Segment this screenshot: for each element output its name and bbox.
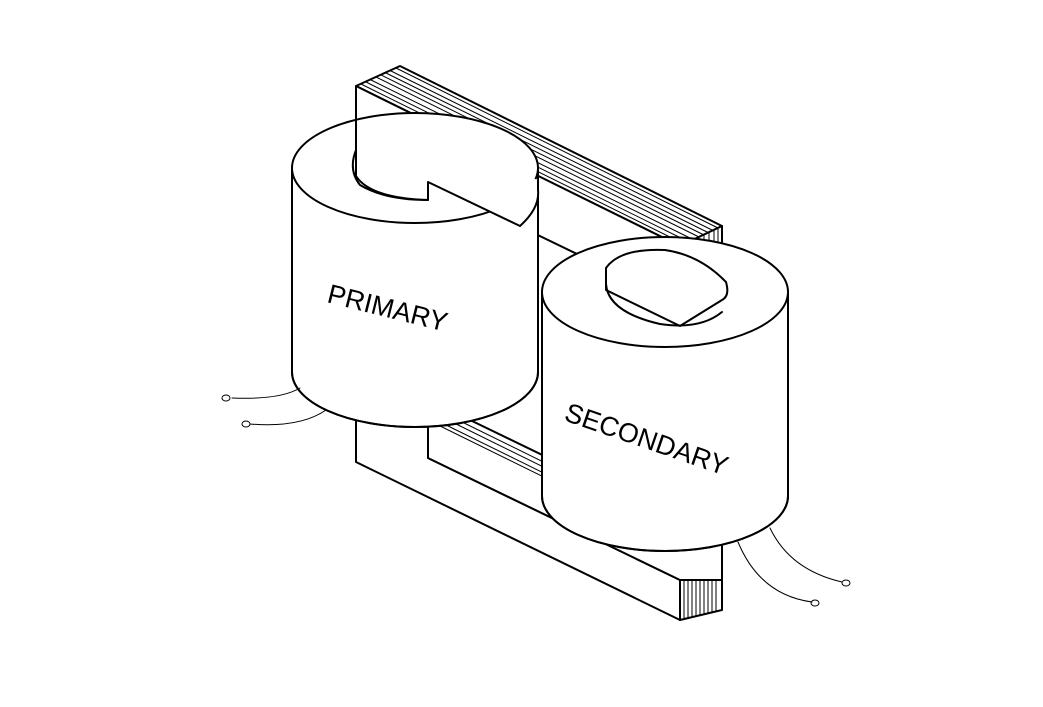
primary-terminal-icon <box>241 420 251 428</box>
secondary-coil <box>541 236 789 552</box>
primary-leads <box>221 387 327 428</box>
secondary-terminal-icon <box>841 579 851 587</box>
primary-terminal-icon <box>221 394 231 402</box>
secondary-leads <box>737 527 851 607</box>
primary-coil <box>291 112 540 428</box>
secondary-terminal-icon <box>810 599 820 607</box>
